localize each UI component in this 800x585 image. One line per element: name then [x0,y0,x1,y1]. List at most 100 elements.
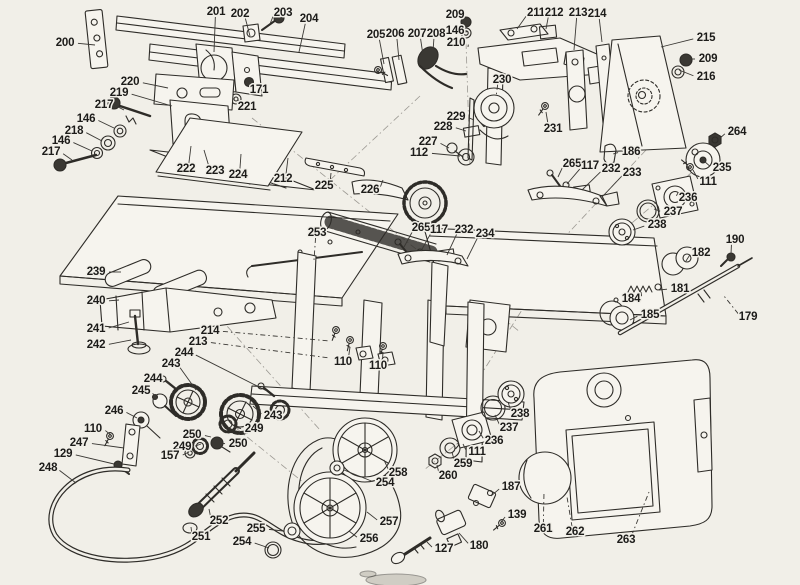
part-number-label: 237 [500,422,519,434]
leader-line [108,321,130,329]
leader-line [612,152,619,155]
screw-231 [535,100,551,118]
part-number-label: 240 [87,295,106,307]
part-number-label: 110 [84,423,102,435]
leader-line [660,38,694,48]
table-insert-plate [155,117,303,187]
leader-line [723,295,739,314]
part-number-label: 232 [455,224,474,236]
tension-bar-247 [121,423,141,467]
leader-line [678,69,694,77]
leader-line [268,528,284,532]
part-number-label: 250 [183,429,202,441]
leader-line [490,488,500,497]
part-number-label: 247 [70,437,89,449]
leader-line [431,152,461,157]
leader-line [194,443,202,447]
nut-218 [100,135,116,151]
part-number-label: 234 [476,228,495,240]
leader-line [204,435,212,438]
roller-182 [661,246,699,276]
part-number-label: 228 [434,121,453,133]
part-number-label: 244 [175,347,194,359]
leader-line [126,412,138,419]
part-number-label: 171 [250,84,269,96]
leader-line [116,105,125,111]
scan-smudge-small [359,570,377,578]
part-number-label: 202 [231,8,250,20]
leader-line [108,339,132,345]
leader-line [718,133,726,140]
sprocket-large-a [169,383,207,421]
part-number-label: 215 [697,32,716,44]
part-number-label: 257 [380,516,399,528]
part-number-label: 245 [132,385,151,397]
leader-line [495,84,499,98]
leader-line [379,179,384,188]
part-number-label: 244 [144,373,163,385]
leader-line [233,426,242,429]
leader-line [91,443,125,449]
part-number-label: 213 [189,336,208,348]
part-number-label: 238 [648,219,667,231]
knob-255 [283,522,301,540]
part-number-label: 236 [485,435,504,447]
clamp-handle [107,96,152,125]
leader-line [254,542,270,549]
part-number-label: 239 [87,266,106,278]
tensioner-246 [132,411,161,439]
part-number-label: 209 [699,53,718,65]
part-number-label: 181 [671,283,690,295]
switch-180 [435,509,467,548]
part-number-label: 206 [386,28,405,40]
part-number-label: 254 [233,536,252,548]
part-number-label: 243 [162,358,181,370]
leader-line [379,39,385,65]
washer-146c [460,27,472,39]
part-number-label: 179 [739,311,758,323]
bolt-127 [390,536,432,565]
part-number-label: 236 [679,192,698,204]
leader-line [348,530,358,538]
part-number-label: 231 [544,123,563,135]
leader-line [440,142,450,149]
part-number-label: 207 [408,28,427,40]
part-number-label: 182 [692,247,711,259]
chute-cylinder-261 [518,451,572,505]
leader-line [545,111,549,125]
part-number-label: 139 [508,509,527,521]
leader-line [455,127,467,132]
part-number-label: 112 [410,147,428,159]
spoked-pulley-lower [293,471,367,545]
bracket-187 [467,483,497,509]
part-number-label: 223 [206,165,225,177]
leader-line [685,255,690,262]
leader-line [602,175,623,197]
part-number-label: 251 [192,531,211,543]
part-number-label: 201 [207,6,226,18]
leader-line [182,451,190,456]
leader-line [86,132,103,142]
leader-line [692,169,699,180]
part-number-label: 204 [300,13,319,25]
part-number-label: 265 [412,222,431,234]
part-number-label: 258 [389,467,408,479]
bearing-bracket-236 [651,175,699,219]
wheel-238 [608,218,636,246]
leader-line [213,16,216,53]
part-number-label: 110 [334,356,352,368]
part-number-label: 246 [105,405,124,417]
spindle-252 [188,451,256,518]
part-number-label: 261 [534,523,553,535]
washer-216 [671,65,685,79]
fence-bracket [242,23,261,43]
part-number-label: 184 [622,293,641,305]
part-number-label: 212 [545,7,564,19]
leader-line [210,342,331,359]
leader-line [77,42,96,46]
part-number-label: 117 [581,160,599,172]
leader-line [462,443,467,450]
part-number-label: 222 [177,163,196,175]
leader-line [703,160,711,167]
